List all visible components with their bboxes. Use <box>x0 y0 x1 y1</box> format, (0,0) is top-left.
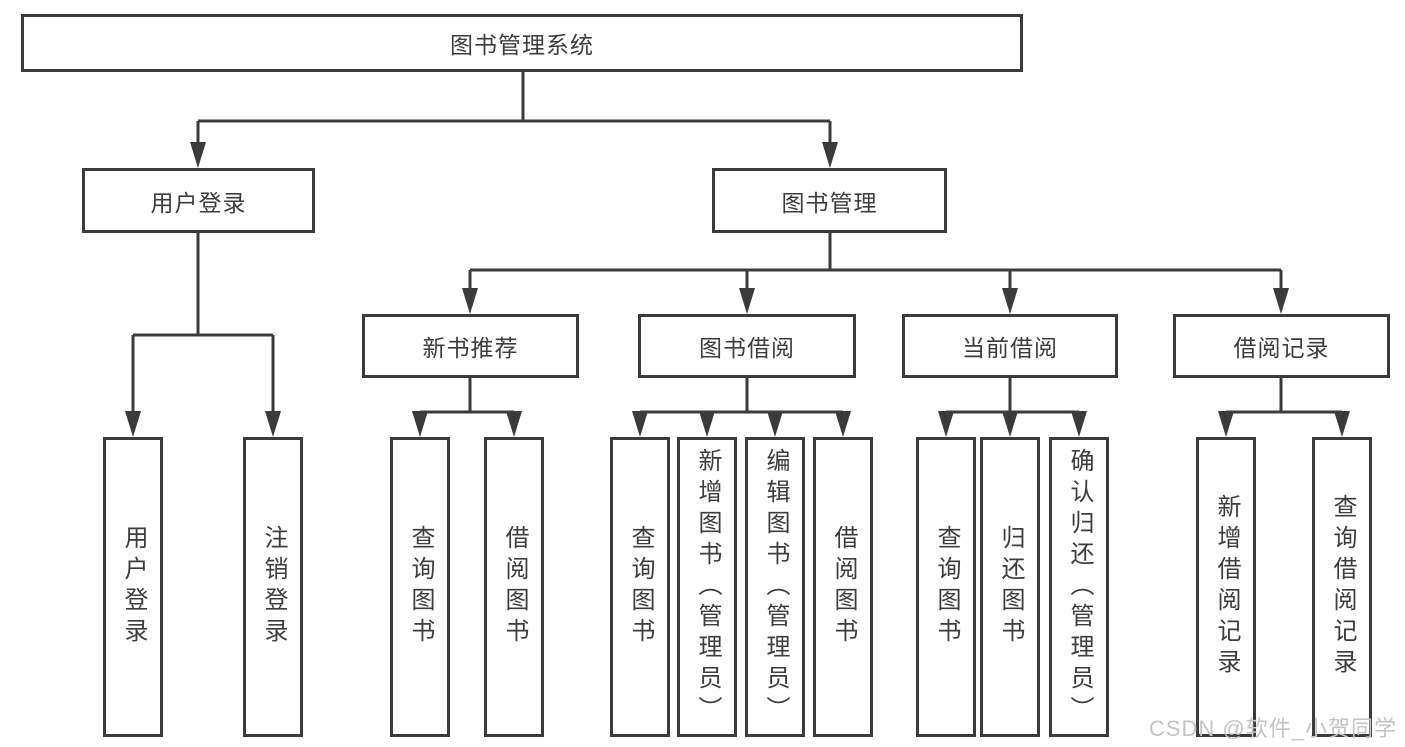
node-book-management-label: 图书管理 <box>781 189 878 216</box>
csdn-watermark: CSDN @软件_小贺同学 <box>1148 716 1397 741</box>
leaf-user-login-label: 用户登录 <box>120 525 147 649</box>
leaf-query-borrow-record-label: 查询借阅记录 <box>1329 494 1356 680</box>
node-current-borrowing-label: 当前借阅 <box>962 335 1058 361</box>
arrowheads <box>125 142 1350 437</box>
leaf-add-book-admin-label: 新增图书（管理员） <box>694 447 721 727</box>
leaf-query-books-2: 查询图书 <box>610 437 670 737</box>
leaf-confirm-return-admin: 确认归还（管理员） <box>1049 437 1109 737</box>
node-borrowing-records-label: 借阅记录 <box>1233 335 1330 361</box>
node-book-management: 图书管理 <box>712 168 947 233</box>
leaf-return-book: 归还图书 <box>980 437 1040 737</box>
leaf-borrow-books-2: 借阅图书 <box>813 437 873 737</box>
node-user-login-label: 用户登录 <box>150 189 247 216</box>
leaf-query-books-2-label: 查询图书 <box>627 525 654 649</box>
node-book-borrowing: 图书借阅 <box>638 314 856 378</box>
node-current-borrowing: 当前借阅 <box>902 314 1118 378</box>
node-borrowing-records: 借阅记录 <box>1173 314 1390 378</box>
leaf-logout: 注销登录 <box>243 437 303 737</box>
leaf-query-books-3-label: 查询图书 <box>933 525 960 649</box>
leaf-edit-book-admin-label: 编辑图书（管理员） <box>762 447 789 727</box>
node-root: 图书管理系统 <box>21 14 1023 72</box>
leaf-query-books-1: 查询图书 <box>390 437 450 737</box>
node-root-label: 图书管理系统 <box>450 32 594 58</box>
leaf-user-login: 用户登录 <box>103 437 163 737</box>
leaf-borrow-books-1: 借阅图书 <box>484 437 544 737</box>
leaf-confirm-return-admin-label: 确认归还（管理员） <box>1066 447 1093 727</box>
leaf-borrow-books-2-label: 借阅图书 <box>830 525 857 649</box>
leaf-edit-book-admin: 编辑图书（管理员） <box>745 437 805 737</box>
leaf-query-books-1-label: 查询图书 <box>407 525 434 649</box>
node-new-book-recommend: 新书推荐 <box>362 314 579 378</box>
node-new-book-recommend-label: 新书推荐 <box>422 335 519 361</box>
leaf-query-books-3: 查询图书 <box>916 437 976 737</box>
leaf-return-book-label: 归还图书 <box>997 525 1024 649</box>
node-user-login: 用户登录 <box>82 168 315 233</box>
node-book-borrowing-label: 图书借阅 <box>699 335 795 361</box>
leaf-add-borrow-record-label: 新增借阅记录 <box>1213 494 1240 680</box>
leaf-add-book-admin: 新增图书（管理员） <box>677 437 737 737</box>
leaf-query-borrow-record: 查询借阅记录 <box>1312 437 1372 737</box>
leaf-logout-label: 注销登录 <box>260 525 287 649</box>
leaf-borrow-books-1-label: 借阅图书 <box>501 525 528 649</box>
leaf-add-borrow-record: 新增借阅记录 <box>1196 437 1256 737</box>
